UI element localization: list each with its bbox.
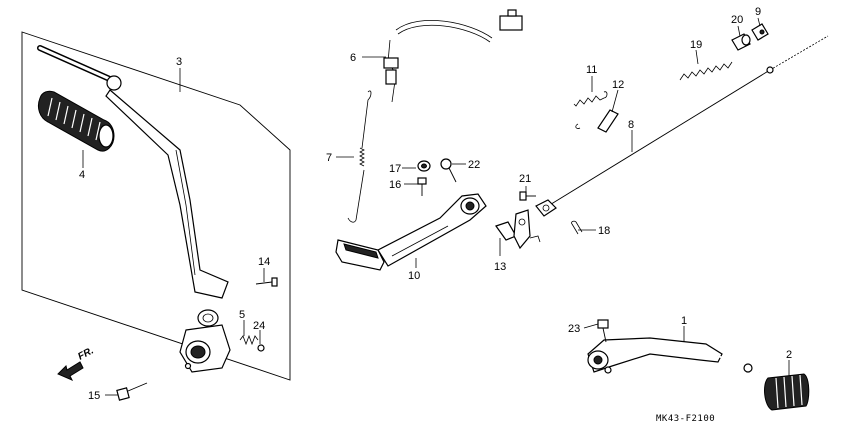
callout-6: 6 bbox=[350, 52, 356, 64]
spring-5 bbox=[239, 334, 259, 346]
callout-19: 19 bbox=[690, 39, 702, 51]
callout-12: 12 bbox=[612, 79, 624, 91]
callout-16: 16 bbox=[389, 179, 401, 191]
callout-3: 3 bbox=[176, 56, 182, 68]
washer-24 bbox=[257, 344, 265, 352]
change-pedal-rubber bbox=[764, 373, 810, 411]
bolt-16 bbox=[417, 177, 427, 196]
callout-8: 8 bbox=[628, 119, 634, 131]
kick-arm bbox=[37, 45, 229, 299]
bolt-14 bbox=[255, 277, 278, 287]
callout-22: 22 bbox=[468, 159, 480, 171]
callout-5: 5 bbox=[239, 309, 245, 321]
callout-21: 21 bbox=[519, 173, 531, 185]
collar-12 bbox=[597, 109, 619, 133]
callout-20: 20 bbox=[731, 14, 743, 26]
callout-7: 7 bbox=[326, 152, 332, 164]
bolt-21 bbox=[519, 191, 536, 201]
callout-2: 2 bbox=[786, 349, 792, 361]
stop-switch bbox=[383, 9, 523, 103]
leader-lines bbox=[82, 17, 790, 396]
callout-4: 4 bbox=[79, 169, 85, 181]
callout-1: 1 bbox=[681, 315, 687, 327]
brake-pedal bbox=[335, 193, 487, 271]
callout-17: 17 bbox=[389, 163, 401, 175]
spring-11 bbox=[573, 91, 608, 129]
callout-23: 23 bbox=[568, 323, 580, 335]
callout-15: 15 bbox=[88, 390, 100, 402]
spring-19 bbox=[679, 61, 733, 81]
callout-10: 10 bbox=[408, 270, 420, 282]
brake-rod-joint bbox=[495, 209, 541, 250]
collar-20 bbox=[731, 33, 751, 51]
bolt-15 bbox=[116, 382, 148, 401]
brake-rod bbox=[535, 35, 829, 217]
group-outline-kickstarter bbox=[21, 31, 291, 381]
callout-11: 11 bbox=[586, 64, 597, 76]
nut-9 bbox=[751, 23, 769, 41]
bolt-23 bbox=[597, 319, 609, 343]
callout-24: 24 bbox=[253, 320, 265, 332]
callout-labels: 3 4 14 5 24 15 6 7 10 17 16 22 13 21 18 … bbox=[79, 6, 792, 402]
callout-14: 14 bbox=[258, 256, 270, 268]
callout-13: 13 bbox=[494, 261, 506, 273]
callout-18: 18 bbox=[598, 225, 610, 237]
change-pedal bbox=[587, 337, 761, 374]
kick-boss bbox=[179, 309, 231, 373]
front-direction-arrow: FR. bbox=[57, 345, 96, 381]
cotter-pin-18 bbox=[571, 220, 583, 235]
diagram-code: MK43-F2100 bbox=[656, 414, 715, 424]
kick-rubber bbox=[37, 90, 115, 152]
brake-spring bbox=[347, 90, 372, 223]
collar-17 bbox=[417, 160, 431, 172]
front-direction-label: FR. bbox=[76, 345, 95, 362]
callout-9: 9 bbox=[755, 6, 761, 18]
bolt-22 bbox=[440, 158, 457, 183]
